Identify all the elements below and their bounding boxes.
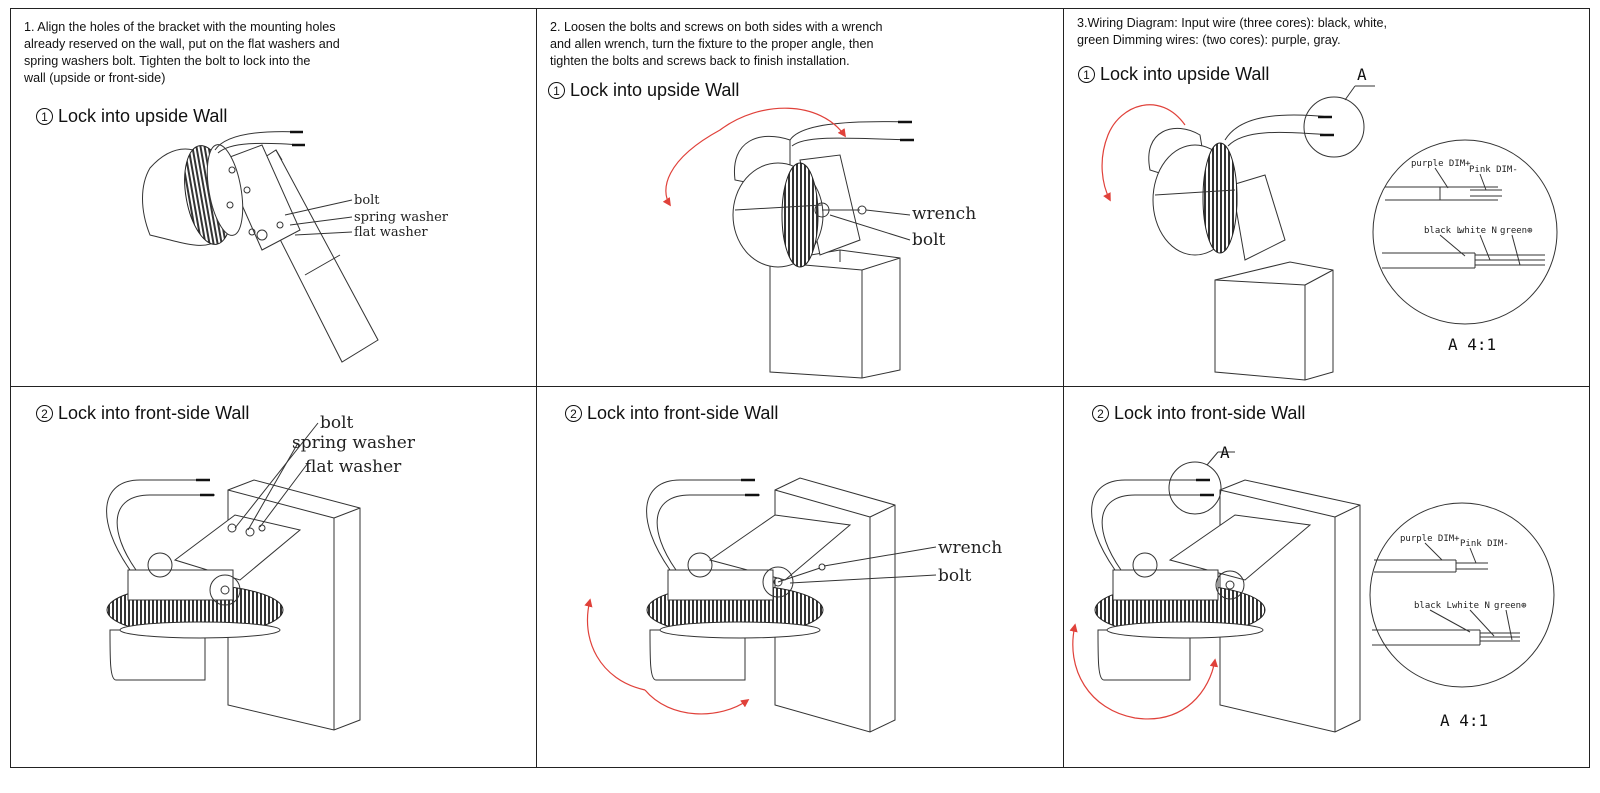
detail-scale-label: A 4:1 — [1440, 711, 1488, 730]
subtitle-text: Lock into upside Wall — [1100, 64, 1270, 84]
circled-number: 2 — [1092, 405, 1109, 422]
rotation-arrow — [584, 598, 646, 691]
flat-washer-label: flat washer — [305, 457, 402, 477]
panel-6-subtitle: 2 Lock into front-side Wall — [1092, 403, 1305, 424]
detail-marker: A — [1357, 65, 1367, 84]
panel-3-subtitle: 1 Lock into upside Wall — [1078, 64, 1269, 85]
circled-number: 2 — [36, 405, 53, 422]
column-divider — [536, 8, 537, 768]
bracket — [221, 144, 301, 251]
wall-block — [769, 249, 901, 379]
panel-1-subtitle: 1 Lock into upside Wall — [36, 106, 227, 127]
step-3-instruction: 3.Wiring Diagram: Input wire (three core… — [1077, 16, 1388, 47]
green-wire-label: green⊕ — [1494, 601, 1527, 611]
detail-callout-circle — [1168, 461, 1222, 515]
instruction-grid — [10, 8, 1590, 768]
wrench-label: wrench — [938, 538, 1002, 558]
step-2-instruction: 2. Loosen the bolts and screws on both s… — [550, 20, 883, 68]
pink-wire-label: Pink DIM- — [1469, 165, 1518, 175]
rotation-arrow — [1069, 623, 1219, 720]
white-wire-label: white N — [1459, 226, 1497, 236]
driver-box — [1112, 569, 1219, 601]
wiring-detail-bubble — [1372, 139, 1558, 325]
bracket — [1168, 514, 1312, 581]
step-1-instruction: 1. Align the holes of the bracket with t… — [24, 20, 340, 85]
circled-number: 1 — [1078, 66, 1095, 83]
wall-block — [1214, 261, 1334, 381]
bolt-label: bolt — [938, 566, 972, 586]
fixture-frontside-mount-figure: bolt spring washer flat washer — [106, 413, 416, 731]
circled-number: 1 — [36, 108, 53, 125]
circled-number: 2 — [565, 405, 582, 422]
pink-wire-label: Pink DIM- — [1460, 539, 1509, 549]
column-divider — [1063, 8, 1064, 768]
fixture-visor — [649, 629, 746, 681]
circled-number: 1 — [548, 82, 565, 99]
fixture-adjust-frontside-figure: wrench bolt — [584, 477, 1002, 733]
bracket — [1231, 174, 1286, 261]
bolt-label: bolt — [354, 193, 380, 208]
white-wire-label: white N — [1452, 601, 1490, 611]
row-divider — [10, 386, 1590, 387]
driver-box — [127, 569, 234, 601]
bolt-label: bolt — [320, 413, 354, 433]
rotation-arrow — [1101, 104, 1186, 202]
panel-5-subtitle: 2 Lock into front-side Wall — [565, 403, 778, 424]
black-wire-label: black L — [1424, 226, 1462, 236]
panel-4-subtitle: 2 Lock into front-side Wall — [36, 403, 249, 424]
subtitle-text: Lock into upside Wall — [58, 106, 228, 126]
panel-2-subtitle: 1 Lock into upside Wall — [548, 80, 739, 101]
cable — [214, 131, 301, 151]
wiring-detail-bubble — [1369, 502, 1555, 688]
subtitle-text: Lock into front-side Wall — [1114, 403, 1306, 423]
wiring-upside-figure: A purple DIM+ Pink DIM- black L white N … — [1101, 65, 1558, 381]
flat-washer-label: flat washer — [354, 225, 428, 240]
driver-box — [667, 569, 774, 601]
fixture-fins — [1202, 142, 1238, 254]
bolt-label: bolt — [912, 230, 946, 250]
subtitle-text: Lock into upside Wall — [570, 80, 740, 100]
purple-wire-label: purple DIM+ — [1411, 159, 1471, 169]
subtitle-text: Lock into front-side Wall — [58, 403, 250, 423]
detail-scale-label: A 4:1 — [1448, 335, 1496, 354]
fixture-upside-mount-figure: bolt spring washer flat washer — [142, 130, 449, 363]
black-wire-label: black L — [1414, 601, 1452, 611]
spring-washer-label: spring washer — [354, 210, 449, 225]
fixture-visor — [109, 629, 206, 681]
detail-marker: A — [1220, 443, 1230, 462]
rotation-arrow — [662, 107, 846, 207]
wrench-label: wrench — [912, 204, 976, 224]
spring-washer-label: spring washer — [292, 433, 416, 453]
wiring-frontside-figure: A purple DIM+ Pink DIM- black L white N … — [1069, 443, 1555, 733]
subtitle-text: Lock into front-side Wall — [587, 403, 779, 423]
detail-callout-circle — [1303, 96, 1365, 158]
fixture-fins — [781, 162, 819, 268]
fixture-adjust-upside-figure: wrench bolt — [662, 107, 976, 379]
green-wire-label: green⊕ — [1500, 226, 1533, 236]
purple-wire-label: purple DIM+ — [1400, 534, 1460, 544]
